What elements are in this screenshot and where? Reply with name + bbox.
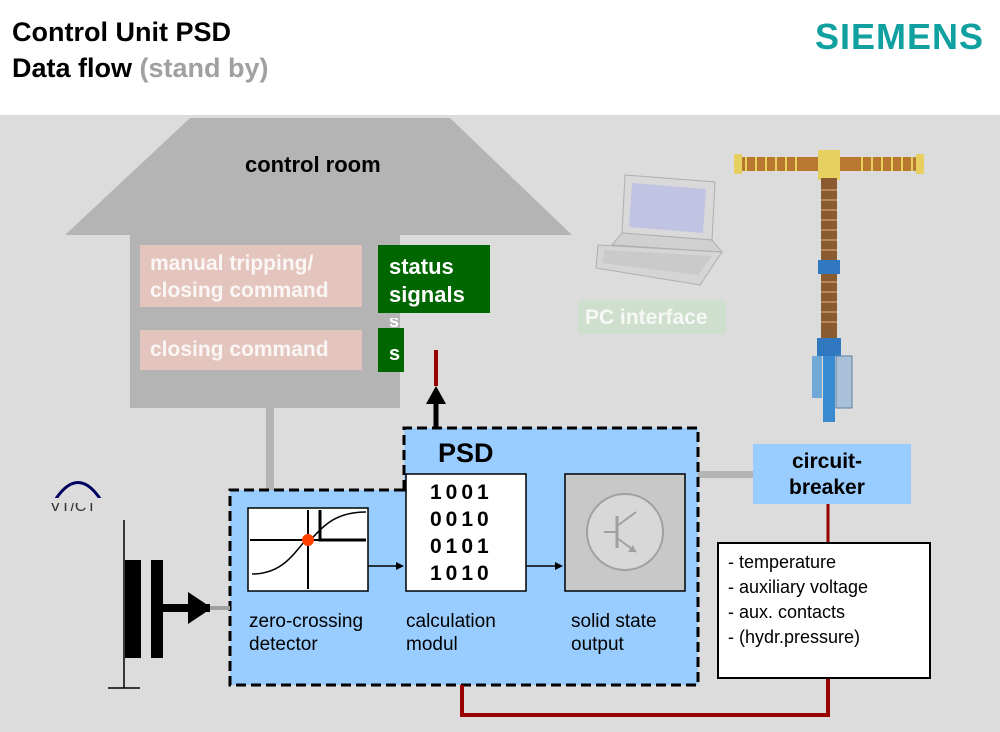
vt-ct-transformer — [45, 481, 230, 689]
transistor-icon — [586, 493, 664, 571]
circuit-breaker-label-1: circuit- — [792, 450, 863, 473]
calc-label-1: calculation — [406, 611, 496, 632]
status-signals-label-2: signals — [389, 282, 465, 307]
circuit-breaker-pole — [734, 150, 924, 422]
breaker-link — [697, 471, 753, 478]
calc-bits-2: 0101 — [430, 535, 493, 558]
calc-bits-1: 0010 — [430, 508, 493, 531]
vt-ct-label: VT/CT — [50, 503, 97, 513]
subtitle-line: Data flow (stand by) — [12, 50, 269, 86]
psd-label: PSD — [438, 438, 494, 468]
house-link — [266, 408, 274, 490]
arrow-head — [396, 562, 404, 570]
laptop-icon — [595, 174, 724, 286]
zero-crossing-label-2: detector — [249, 634, 318, 655]
closing-command-box — [140, 330, 362, 370]
solid-state-label-1: solid state — [571, 611, 657, 632]
subtitle-muted: (stand by) — [139, 53, 269, 83]
manual-command-box — [140, 245, 362, 307]
monitor-item: - aux. contacts — [728, 602, 846, 622]
status-signals-box — [378, 245, 490, 313]
monitor-item: - auxiliary voltage — [728, 577, 869, 597]
circuit-breaker-box — [753, 444, 911, 504]
calc-label-2: modul — [406, 634, 458, 655]
red-wire — [460, 678, 830, 717]
monitoring-box — [717, 542, 931, 679]
closing-command-label: closing command — [150, 338, 329, 361]
arrow-head — [555, 562, 563, 570]
up-arrow — [426, 386, 446, 404]
monitor-item: - (hydr.pressure) — [728, 627, 861, 647]
status-partial-label-1: s — [389, 318, 400, 330]
status-signals-label-1: status — [389, 254, 454, 279]
control-room-label: control room — [245, 152, 381, 177]
circuit-breaker-label-2: breaker — [789, 476, 865, 499]
zero-crossing-point — [302, 534, 314, 546]
solid-state-label-2: output — [571, 634, 624, 655]
monitor-item: - temperature — [728, 552, 837, 572]
calc-bits-0: 1001 — [430, 481, 493, 504]
manual-command-text: manual tripping/ closing command — [150, 252, 329, 302]
manual-command-label: manual tripping/ closing command — [150, 250, 355, 304]
pc-interface-box — [578, 300, 726, 334]
status-signals-partial — [378, 328, 404, 372]
psd-dashed-outline — [228, 426, 700, 687]
siemens-logo: SIEMENS — [814, 16, 984, 57]
status-partial-label-2: s — [389, 343, 401, 365]
subtitle-main: Data flow — [12, 53, 133, 83]
calculation-box — [405, 473, 527, 592]
zero-crossing-label-1: zero-crossing — [249, 611, 364, 632]
title-line: Control Unit PSD — [12, 17, 231, 47]
calc-bits-3: 1010 — [430, 562, 493, 585]
pc-interface-label: PC interface — [585, 306, 708, 329]
slide-title: Control Unit PSD Data flow (stand by) — [12, 14, 269, 86]
